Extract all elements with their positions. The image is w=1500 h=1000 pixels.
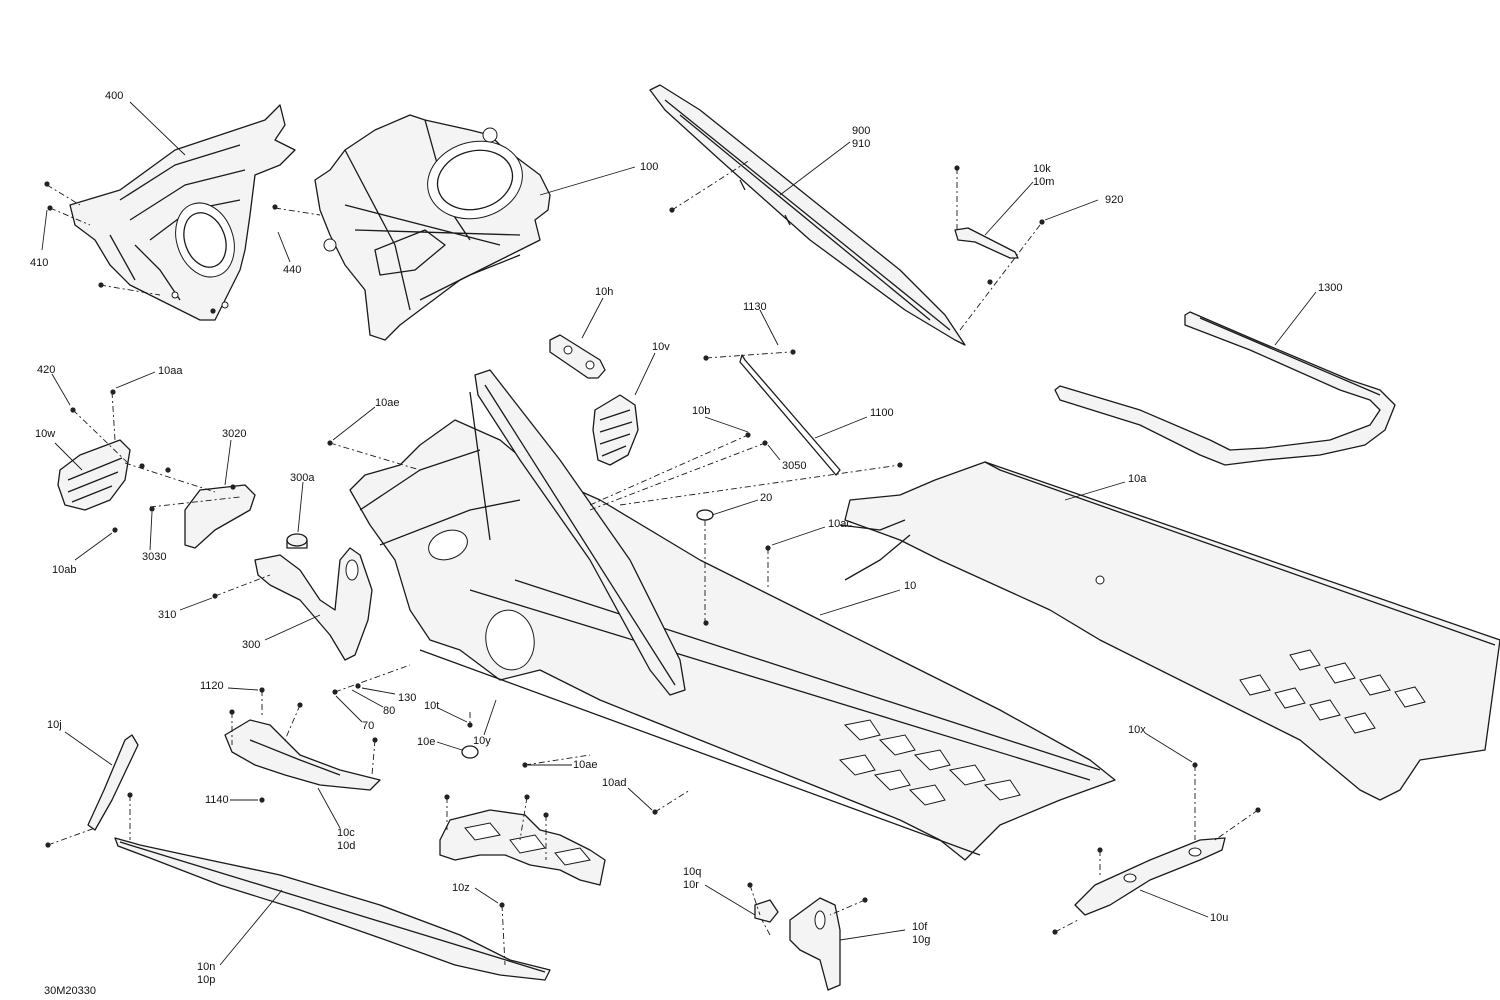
callout-900-910: 900 910 — [852, 125, 873, 150]
callout-310: 310 — [158, 609, 176, 621]
callout-10w: 10w — [35, 428, 55, 440]
callout-20: 20 — [760, 492, 772, 504]
part-10q-bracket — [754, 899, 779, 923]
part-10a-tunnel-plate — [839, 461, 1500, 801]
part-10j-bar — [87, 734, 139, 831]
callout-10b: 10b — [692, 405, 710, 417]
figure-id: 30M20330 — [44, 985, 96, 997]
callout-10ae-lower: 10ae — [573, 759, 597, 771]
part-1100-link-rod — [739, 354, 841, 476]
part-10n-lower-rail — [114, 837, 551, 981]
part-400-front-bracket — [69, 104, 296, 321]
callout-1130: 1130 — [743, 301, 767, 313]
part-10f-bracket — [789, 897, 841, 991]
callout-70: 70 — [362, 720, 374, 732]
part-10k-bracket — [954, 227, 1019, 259]
part-10h-plate — [549, 334, 606, 379]
callout-10x: 10x — [1128, 724, 1146, 736]
callout-10f-10g: 10f 10g — [912, 921, 930, 946]
fasteners — [44, 165, 1261, 935]
callout-1100: 1100 — [870, 407, 894, 419]
callout-10ab: 10ab — [52, 564, 76, 576]
part-10-tunnel-chassis — [349, 419, 1116, 861]
part-10v-vent — [592, 394, 639, 466]
callout-10: 10 — [904, 580, 916, 592]
assembly-lines — [46, 159, 1259, 966]
callout-10h: 10h — [595, 286, 613, 298]
callout-3020: 3020 — [222, 428, 246, 440]
callout-10y: 10y — [473, 735, 491, 747]
part-100-front-frame — [314, 114, 551, 341]
callout-10e: 10e — [417, 736, 435, 748]
part-300-support — [254, 547, 373, 661]
callout-10q-10r: 10q 10r — [683, 866, 704, 891]
callout-10ae-upper: 10ae — [375, 397, 399, 409]
part-lower-skid-plate — [439, 809, 606, 886]
callout-10n-10p: 10n 10p — [197, 961, 218, 986]
callout-440: 440 — [283, 264, 301, 276]
callout-10v: 10v — [652, 341, 670, 353]
part-10u-rear-bracket — [1074, 837, 1226, 916]
callout-1300: 1300 — [1318, 282, 1342, 294]
callout-10ad: 10ad — [602, 777, 626, 789]
callout-420: 420 — [37, 364, 55, 376]
callout-10u: 10u — [1210, 912, 1228, 924]
callout-10a: 10a — [1128, 473, 1147, 485]
callout-10j: 10j — [47, 719, 62, 731]
callout-10k-10m: 10k 10m — [1033, 163, 1054, 188]
callout-130: 130 — [398, 692, 416, 704]
callout-300: 300 — [242, 639, 260, 651]
callout-1140: 1140 — [205, 794, 229, 806]
part-10w-side-vent — [57, 439, 131, 511]
callout-10aa: 10aa — [158, 365, 183, 377]
part-steering-strut — [469, 369, 686, 696]
part-300a-grommet — [286, 533, 308, 549]
callout-100: 100 — [640, 161, 658, 173]
callout-920: 920 — [1105, 194, 1123, 206]
callout-3030: 3030 — [142, 551, 166, 563]
callout-1120: 1120 — [200, 680, 224, 692]
callout-10ac: 10ac — [828, 518, 852, 530]
part-1300-bumper — [1054, 311, 1396, 466]
leader-lines — [41, 101, 1317, 966]
callout-80: 80 — [383, 705, 395, 717]
callout-10t: 10t — [424, 700, 439, 712]
callout-3050: 3050 — [782, 460, 806, 472]
part-10c-lower-guard — [224, 719, 381, 791]
callout-410: 410 — [30, 257, 48, 269]
callout-labels: 400 410 440 100 900 910 10k 10m 920 1300… — [30, 90, 1342, 997]
callout-300a: 300a — [290, 472, 315, 484]
callout-10z: 10z — [452, 882, 470, 894]
part-900-rail — [649, 84, 966, 346]
part-3020-bracket — [184, 484, 256, 549]
callout-10c-10d: 10c 10d — [337, 827, 358, 852]
callout-400: 400 — [105, 90, 123, 102]
